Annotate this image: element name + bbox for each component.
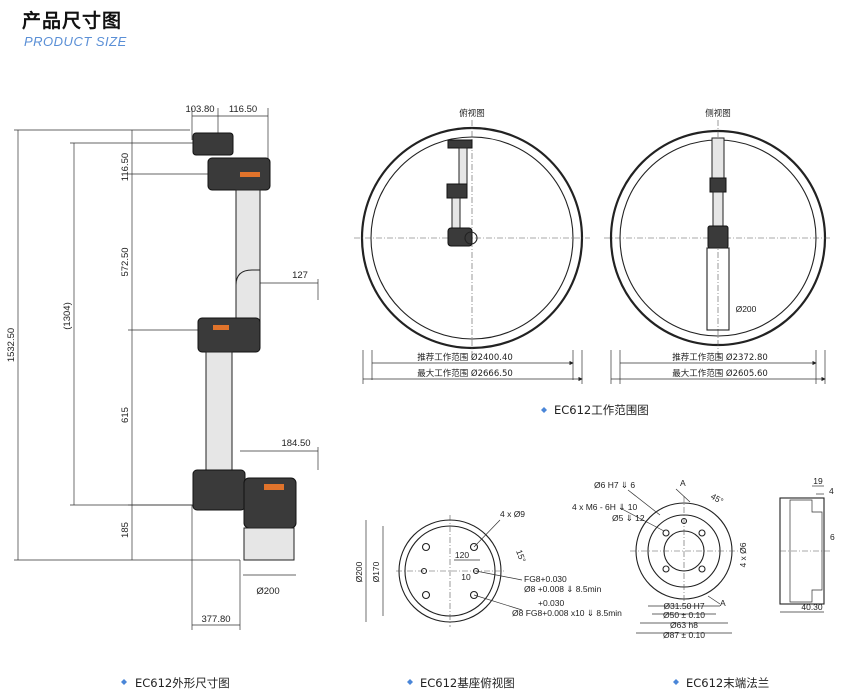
side-view-inner-dia: Ø200: [736, 304, 757, 314]
flange-s19: 19: [813, 476, 823, 486]
base-bolt-hole: [421, 542, 431, 552]
flange-d87: Ø87 ± 0.10: [663, 630, 705, 640]
top-view-rec-label: 推荐工作范围 Ø2400.40: [417, 352, 513, 363]
flange-d50: Ø50 ± 0.10: [663, 610, 705, 620]
outline-drawing: 103.80 116.50 116.50 572.50 (1304) 1532.…: [6, 104, 319, 630]
side-view-title: 侧视图: [705, 108, 731, 119]
base-caption-group: EC612基座俯视图: [407, 676, 515, 690]
dim-615: 615: [120, 407, 131, 423]
flange-caption: EC612末端法兰: [686, 676, 769, 690]
base-d170: Ø170: [371, 561, 381, 582]
base-fg1b: FG8+0.030: [524, 574, 567, 584]
flange-bolt-hole: [698, 565, 706, 573]
flange-caption-group: EC612末端法兰: [673, 676, 769, 690]
dim-top-right: 116.50: [229, 104, 257, 115]
dim-1532: 1532.50: [6, 328, 17, 362]
flange-s40: 40.30: [801, 602, 823, 612]
flange-angle: 45°: [709, 491, 725, 506]
dim-base-diameter: Ø200: [256, 586, 279, 597]
bullet-icon: [673, 679, 679, 685]
flange-s4: 4: [829, 486, 834, 496]
base-fg1a: Ø8 +0.008 ⇓ 8.5min: [524, 584, 602, 594]
wrist-joint-2: [207, 157, 271, 191]
dim-116: 116.50: [120, 153, 131, 181]
dim-185: 185: [120, 522, 131, 538]
flange-d63: Ø63 h8: [670, 620, 698, 630]
base-bolt-hole: [469, 542, 479, 552]
base-d200: Ø200: [354, 561, 364, 582]
dim-bottom: 377.80: [201, 614, 230, 625]
bullet-icon: [407, 679, 413, 685]
workspace-side-view: 侧视图 Ø200 推荐工作范围 Ø2372.80 最大工作范围 Ø2605.60: [604, 108, 832, 384]
base-bolt-hole: [421, 590, 431, 600]
flange-d31: Ø31.50 H7: [663, 601, 704, 611]
dim-572: 572.50: [120, 247, 131, 276]
shoulder-joint: [192, 469, 246, 511]
flange-section-view: 19 4 6 40.30: [779, 476, 835, 613]
flange-h7-label: Ø6 H7 ⇓ 6: [594, 480, 635, 490]
bullet-icon: [541, 407, 547, 413]
flange-d5-label: Ø5 ⇓ 12: [612, 513, 645, 523]
elbow-joint: [197, 317, 261, 353]
outline-caption: EC612外形尺寸图: [135, 676, 230, 690]
dim-1304: (1304): [62, 302, 73, 329]
flange-s6: 6: [830, 532, 835, 542]
base-fg2a: +0.030: [538, 598, 565, 608]
flange-a-top: A: [680, 478, 686, 488]
flange-bolt-hole: [662, 529, 670, 537]
base-caption: EC612基座俯视图: [420, 676, 515, 690]
flange-m6-label: 4 x M6 - 6H ⇓ 10: [572, 502, 638, 512]
dim-184: 184.50: [281, 438, 310, 449]
base-top-view: Ø200 Ø170 120 10 4 x Ø9 15° FG8+0.030 Ø8…: [354, 509, 622, 627]
dim-top-left: 103.80: [185, 104, 214, 115]
flange-bolt-hole: [698, 529, 706, 537]
workspace-caption: EC612工作范围图: [554, 403, 649, 417]
lower-arm-link: [205, 351, 233, 473]
page-title: 产品尺寸图: [22, 10, 123, 32]
side-view-rec-label: 推荐工作范围 Ø2372.80: [672, 352, 768, 363]
bullet-icon: [121, 679, 127, 685]
workspace-caption-group: EC612工作范围图: [541, 403, 649, 417]
base-fg2b: Ø8 FG8+0.008 x10 ⇓ 8.5min: [512, 608, 622, 618]
dim-127: 127: [292, 270, 308, 281]
base-holes-label: 4 x Ø9: [500, 509, 525, 519]
workspace-top-view: 俯视图 推荐工作范围 Ø2400.40 最大工作范围 Ø2666.50: [354, 108, 590, 384]
wrist-joint-top: [192, 132, 234, 156]
page-subtitle: PRODUCT SIZE: [24, 34, 127, 49]
flange-bolt-hole: [662, 565, 670, 573]
base-d10: 10: [461, 572, 471, 582]
side-view-max-label: 最大工作范围 Ø2605.60: [672, 368, 768, 379]
flange-front-view: Ø6 H7 ⇓ 6 4 x M6 - 6H ⇓ 10 Ø5 ⇓ 12 A A 4…: [572, 478, 748, 640]
flange-4x: 4 x Ø6: [738, 542, 748, 567]
base-bolt-hole: [469, 590, 479, 600]
top-view-title: 俯视图: [459, 108, 485, 119]
base-angle: 15°: [514, 548, 528, 564]
flange-a-bottom: A: [720, 598, 726, 608]
outline-caption-group: EC612外形尺寸图: [121, 676, 230, 690]
robot-base: [243, 527, 295, 561]
top-view-max-label: 最大工作范围 Ø2666.50: [417, 368, 513, 379]
base-d120: 120: [455, 550, 469, 560]
